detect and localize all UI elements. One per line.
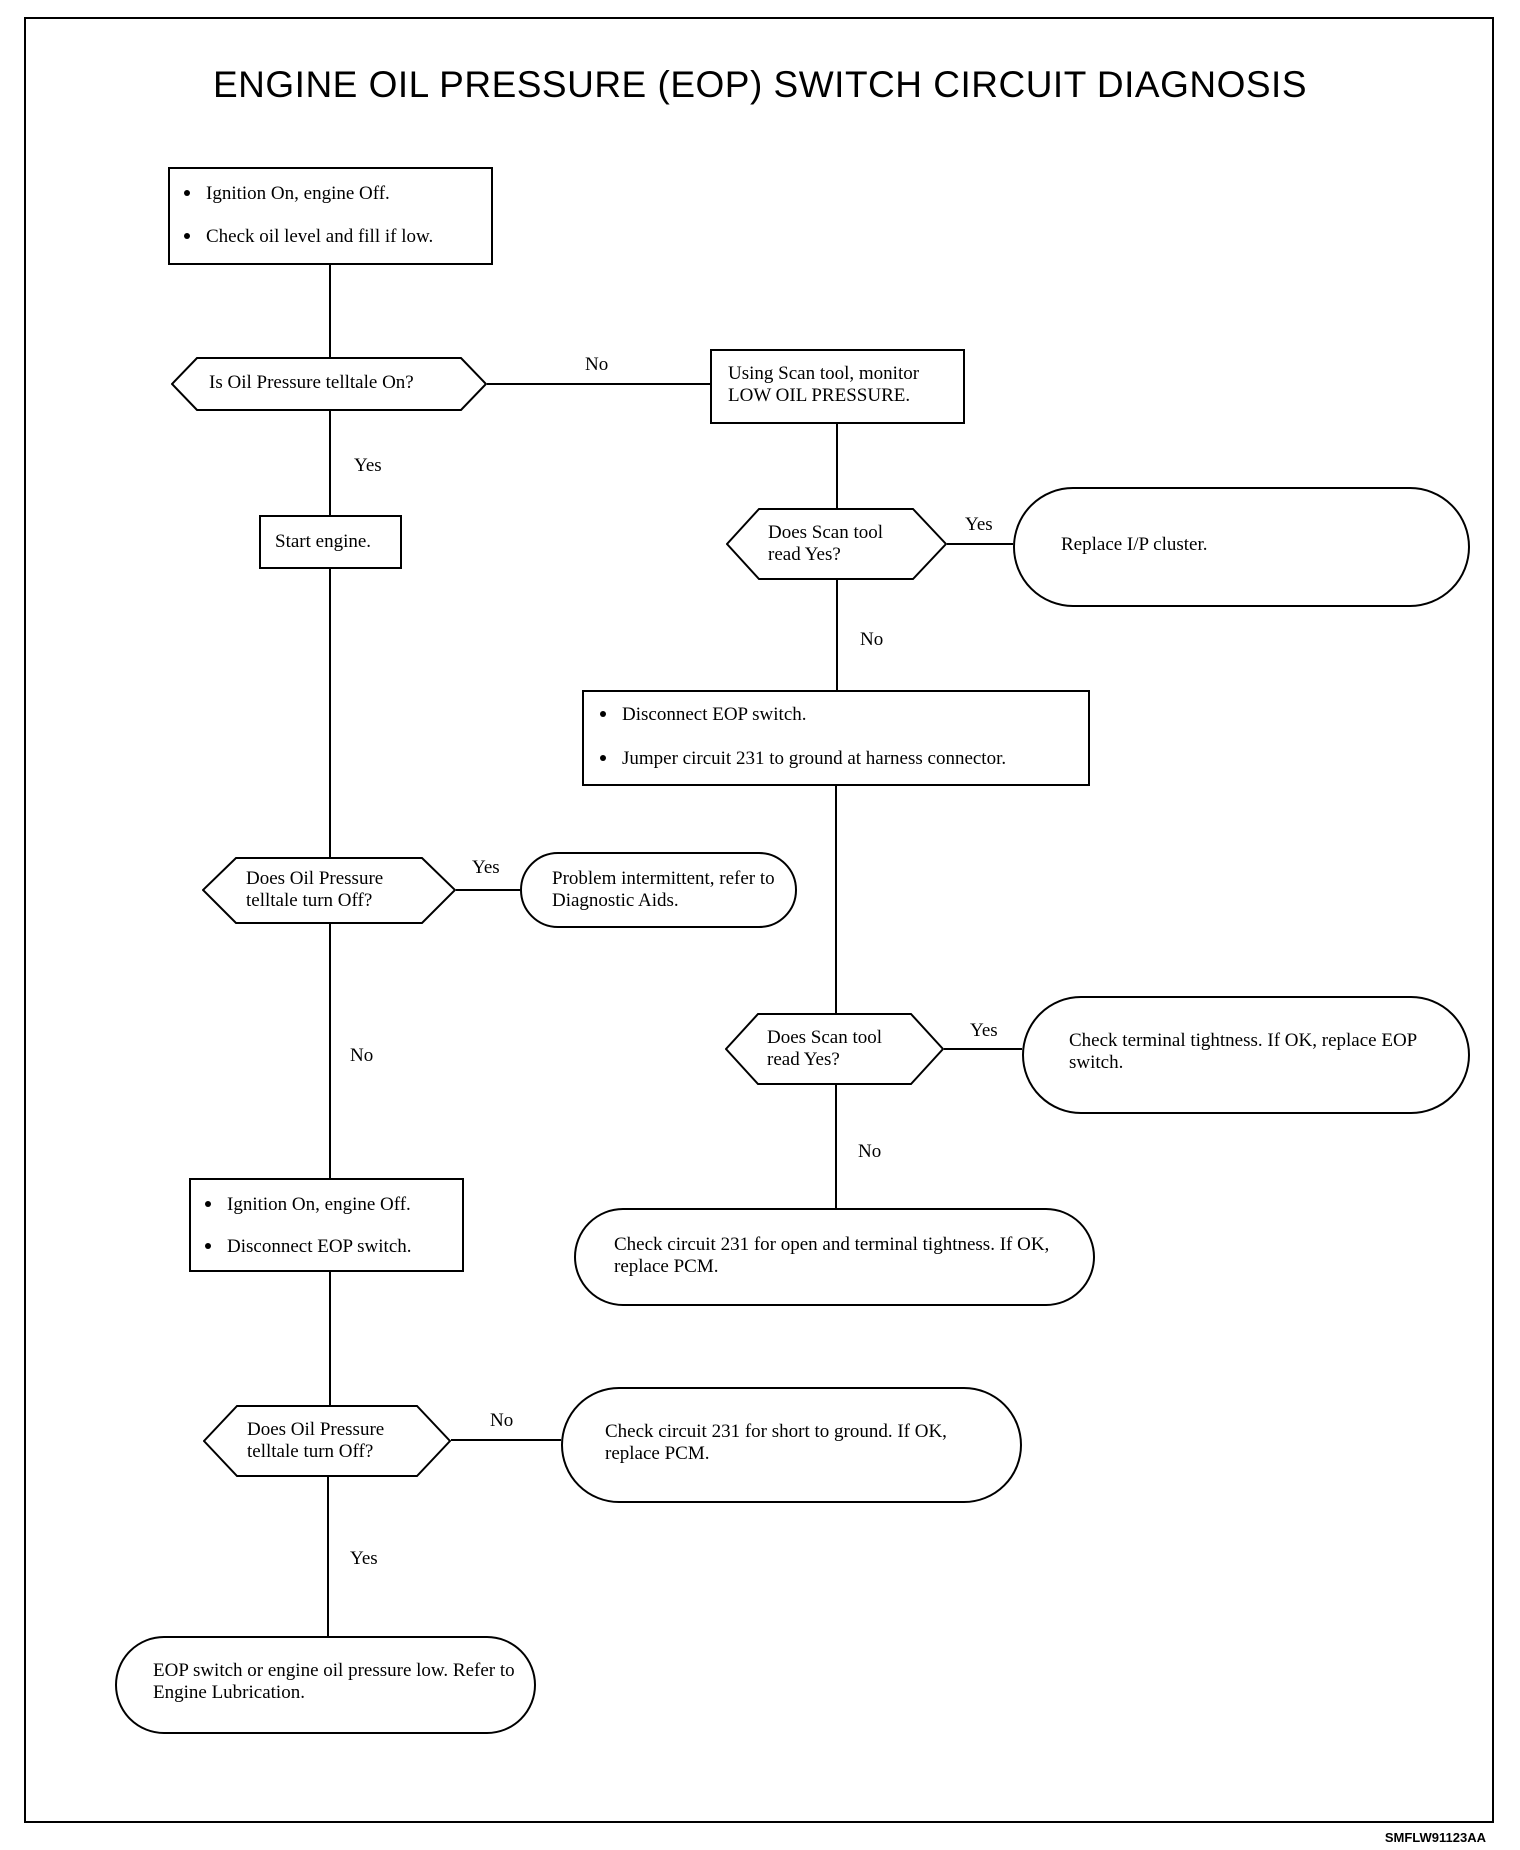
step-start-engine-text: Start engine. <box>275 531 372 552</box>
figure-code: SMFLW91123AA <box>1384 1830 1486 1845</box>
step-start-item-1: Ignition On, engine Off. <box>182 183 491 205</box>
result-check-open: Check circuit 231 for open and terminal … <box>574 1208 1095 1306</box>
label-q4-no: No <box>858 1141 882 1162</box>
decision-telltale-off-2: Does Oil Pressure telltale turn Off? <box>203 1405 451 1477</box>
decision-telltale-on-text: Is Oil Pressure telltale On? <box>209 372 414 393</box>
decision-telltale-off-1-text: Does Oil Pressure telltale turn Off? <box>246 868 384 911</box>
label-q5-no: No <box>490 1410 514 1431</box>
step-start-engine-box: Start engine. <box>259 515 402 569</box>
label-q3-no: No <box>350 1045 374 1066</box>
label-q2-no: No <box>860 629 884 650</box>
step-scan-monitor-box: Using Scan tool, monitor LOW OIL PRESSUR… <box>710 349 965 424</box>
label-q1-no: No <box>585 354 609 375</box>
result-intermittent: Problem intermittent, refer to Diagnosti… <box>520 852 797 928</box>
step-disconnect-item-1: Disconnect EOP switch. <box>598 704 1088 726</box>
decision-scan-read-2-text: Does Scan tool read Yes? <box>767 1027 883 1070</box>
result-check-short-text: Check circuit 231 for short to ground. I… <box>605 1421 947 1464</box>
label-q2-yes: Yes <box>965 514 993 535</box>
decision-telltale-on: Is Oil Pressure telltale On? <box>171 357 487 411</box>
label-q3-yes: Yes <box>472 857 500 878</box>
decision-scan-read-1-text: Does Scan tool read Yes? <box>768 522 884 565</box>
step-scan-monitor-text: Using Scan tool, monitor LOW OIL PRESSUR… <box>728 363 920 406</box>
step-ign-item-1: Ignition On, engine Off. <box>203 1194 462 1216</box>
decision-telltale-off-1: Does Oil Pressure telltale turn Off? <box>202 857 456 924</box>
label-q4-yes: Yes <box>970 1020 998 1041</box>
decision-telltale-off-2-text: Does Oil Pressure telltale turn Off? <box>247 1419 385 1462</box>
result-check-terminal: Check terminal tightness. If OK, replace… <box>1022 996 1470 1114</box>
step-ign-item-2: Disconnect EOP switch. <box>203 1236 462 1258</box>
result-check-open-text: Check circuit 231 for open and terminal … <box>614 1234 1050 1277</box>
step-disconnect-item-2: Jumper circuit 231 to ground at harness … <box>598 748 1088 770</box>
result-intermittent-text: Problem intermittent, refer to Diagnosti… <box>552 868 775 911</box>
decision-scan-read-1: Does Scan tool read Yes? <box>726 508 947 580</box>
diagram-title: ENGINE OIL PRESSURE (EOP) SWITCH CIRCUIT… <box>212 64 1308 105</box>
page-frame <box>24 17 1494 1823</box>
decision-scan-read-2: Does Scan tool read Yes? <box>725 1013 944 1085</box>
result-eop-low-text: EOP switch or engine oil pressure low. R… <box>153 1660 515 1703</box>
result-check-terminal-text: Check terminal tightness. If OK, replace… <box>1069 1030 1417 1073</box>
step-disconnect-jumper-box: Disconnect EOP switch. Jumper circuit 23… <box>582 690 1090 786</box>
step-ign-disconnect-box: Ignition On, engine Off. Disconnect EOP … <box>189 1178 464 1272</box>
label-q1-yes: Yes <box>354 455 382 476</box>
step-start-item-2: Check oil level and fill if low. <box>182 226 491 248</box>
result-replace-ip: Replace I/P cluster. <box>1013 487 1470 607</box>
result-check-short: Check circuit 231 for short to ground. I… <box>561 1387 1022 1503</box>
label-q5-yes: Yes <box>350 1548 378 1569</box>
result-eop-low: EOP switch or engine oil pressure low. R… <box>115 1636 536 1734</box>
result-replace-ip-text: Replace I/P cluster. <box>1061 534 1208 555</box>
step-start-box: Ignition On, engine Off. Check oil level… <box>168 167 493 265</box>
